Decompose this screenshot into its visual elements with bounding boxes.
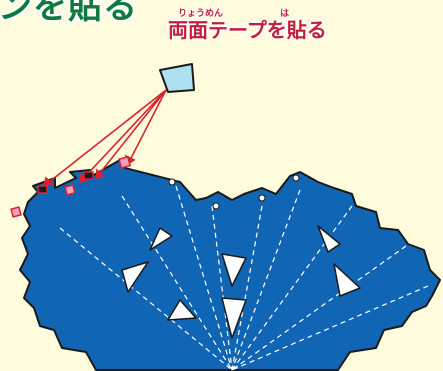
double-sided-tape-icon [159, 63, 195, 93]
hole-2 [212, 202, 220, 210]
marker-on-tab-1 [37, 185, 48, 194]
marker-on-tab-3 [118, 155, 132, 169]
tape-position-markers [10, 155, 132, 218]
cutout-windows [121, 225, 361, 339]
marker-loose-1 [10, 206, 22, 218]
fold-guides [59, 185, 429, 371]
hole-4 [292, 174, 300, 182]
window-5 [317, 225, 341, 253]
glue-holes [168, 174, 300, 210]
window-6 [333, 263, 361, 297]
window-7 [167, 299, 197, 321]
hole-3 [258, 194, 266, 202]
window-4 [221, 297, 247, 339]
hole-1 [168, 178, 176, 186]
marker-loose-2 [64, 184, 76, 196]
window-1 [149, 227, 173, 251]
window-2 [121, 261, 149, 293]
page-heading: ンを貼る [0, 0, 138, 27]
marker-on-tab-2 [83, 171, 94, 180]
window-3 [221, 253, 247, 287]
ruby-ryomen: りょうめん [178, 9, 224, 19]
ruby-ha: は [280, 9, 290, 19]
instruction-caption: 両面テープを貼る [168, 18, 327, 42]
